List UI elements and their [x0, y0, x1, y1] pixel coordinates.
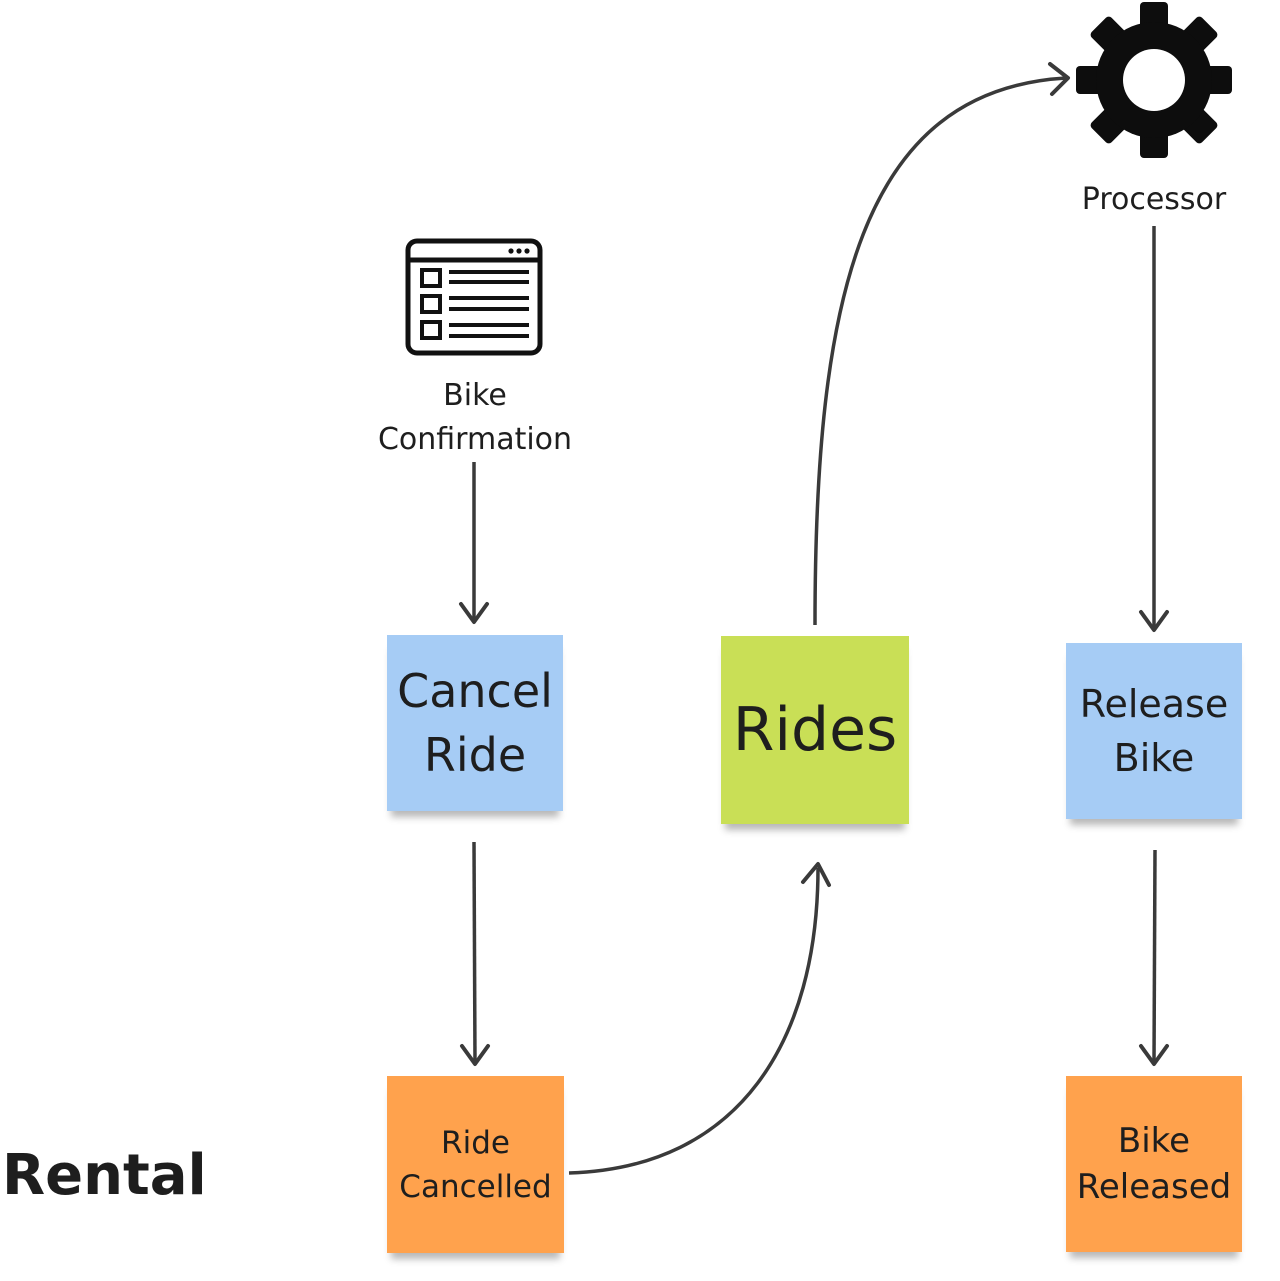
arrowhead-rides [801, 862, 831, 887]
browser-list-icon [405, 238, 543, 356]
connector-release-bike-to-bike-released[interactable] [1152, 849, 1157, 1063]
sticky-bike-released-text: Bike Released [1076, 1121, 1232, 1207]
connector-ride-cancelled-to-rides[interactable] [568, 867, 820, 1175]
sticky-release-bike[interactable]: Release Bike [1066, 643, 1242, 819]
arrowhead-ride-cancelled [460, 1044, 490, 1066]
sticky-release-bike-text: Release Bike [1079, 682, 1229, 780]
sticky-rides[interactable]: Rides [721, 636, 909, 824]
connector-rides-to-processor[interactable] [813, 76, 1067, 626]
sticky-ride-cancelled-text: Ride Cancelled [399, 1124, 552, 1205]
arrowhead-processor [1048, 62, 1070, 96]
sticky-bike-released[interactable]: Bike Released [1066, 1076, 1242, 1252]
sticky-cancel-ride[interactable]: Cancel Ride [387, 635, 563, 811]
arrowhead-cancel-ride [459, 602, 489, 624]
connector-cancel-ride-to-ride-cancelled[interactable] [472, 841, 477, 1063]
frame-title: Rental [2, 1143, 207, 1208]
gear-icon [1076, 2, 1232, 158]
bike-confirmation-label: Bike Confirmation [377, 378, 573, 457]
arrowhead-bike-released [1139, 1044, 1169, 1066]
sticky-rides-text: Rides [732, 695, 898, 765]
sticky-ride-cancelled[interactable]: Ride Cancelled [387, 1076, 564, 1253]
arrowhead-release-bike [1139, 610, 1169, 632]
processor-label: Processor [1081, 182, 1227, 217]
sticky-cancel-ride-text: Cancel Ride [397, 664, 553, 782]
